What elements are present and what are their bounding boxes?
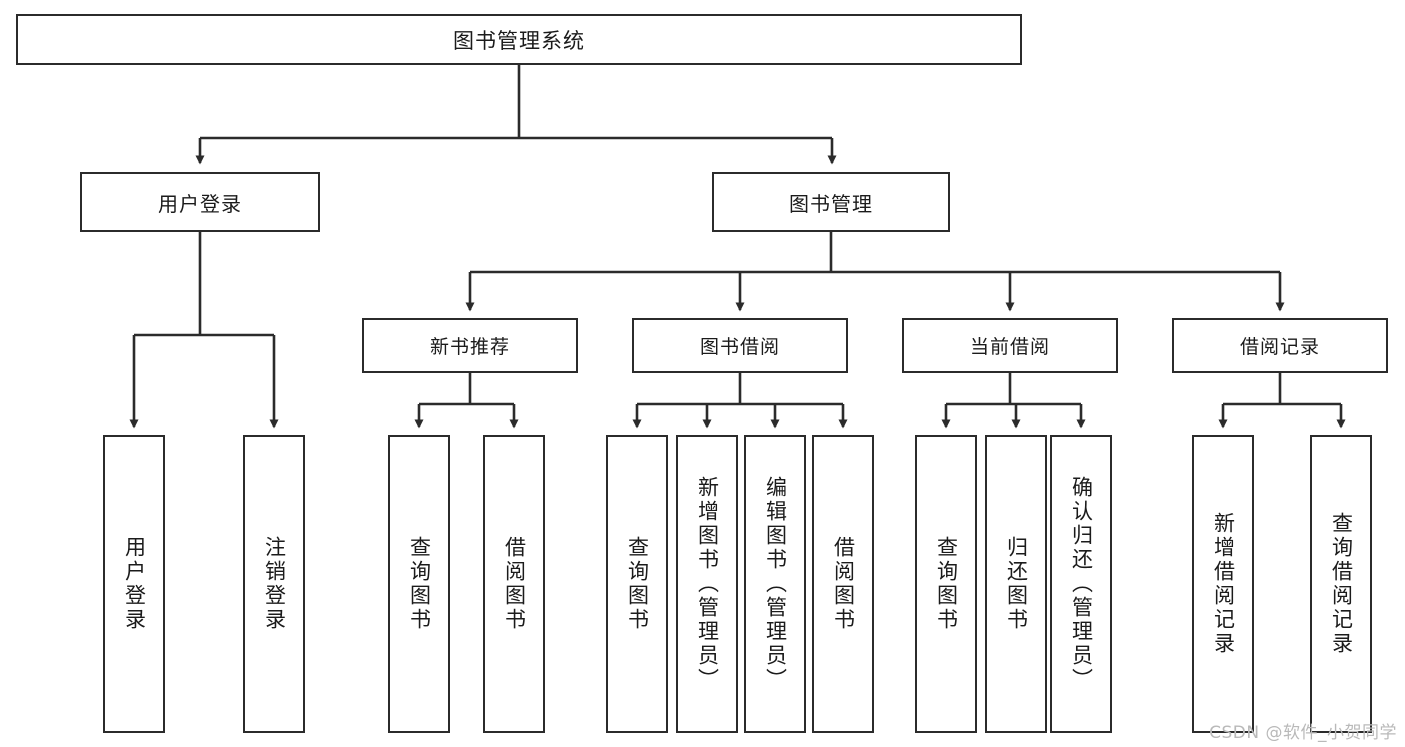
- node-new-book-recommend[interactable]: 新书推荐: [362, 318, 578, 373]
- leaf-query-book-recommend[interactable]: 查询图书: [388, 435, 450, 733]
- node-root[interactable]: 图书管理系统: [16, 14, 1022, 65]
- node-label: 编辑图书（管理员）: [763, 476, 788, 692]
- leaf-confirm-return-admin[interactable]: 确认归还（管理员）: [1050, 435, 1112, 733]
- leaf-query-borrow-record[interactable]: 查询借阅记录: [1310, 435, 1372, 733]
- leaf-borrow-book-recommend[interactable]: 借阅图书: [483, 435, 545, 733]
- node-label: 图书管理: [789, 191, 873, 216]
- leaf-borrow-book[interactable]: 借阅图书: [812, 435, 874, 733]
- node-book-management[interactable]: 图书管理: [712, 172, 950, 232]
- leaf-logout[interactable]: 注销登录: [243, 435, 305, 733]
- leaf-user-login[interactable]: 用户登录: [103, 435, 165, 733]
- node-label: 注销登录: [262, 536, 287, 632]
- node-label: 图书管理系统: [453, 28, 585, 53]
- node-borrow-record[interactable]: 借阅记录: [1172, 318, 1388, 373]
- node-label: 图书借阅: [699, 336, 780, 358]
- watermark: CSDN @软件_小贺同学: [1209, 723, 1397, 743]
- leaf-add-book-admin[interactable]: 新增图书（管理员）: [676, 435, 738, 733]
- node-label: 新增借阅记录: [1211, 512, 1236, 656]
- node-label: 当前借阅: [969, 336, 1050, 358]
- node-label: 借阅记录: [1239, 336, 1320, 358]
- node-label: 新书推荐: [429, 336, 510, 358]
- node-label: 借阅图书: [502, 536, 527, 632]
- leaf-add-borrow-record[interactable]: 新增借阅记录: [1192, 435, 1254, 733]
- node-label: 用户登录: [158, 191, 242, 216]
- node-label: 借阅图书: [831, 536, 856, 632]
- node-book-borrow[interactable]: 图书借阅: [632, 318, 848, 373]
- node-label: 确认归还（管理员）: [1069, 476, 1094, 692]
- leaf-return-book[interactable]: 归还图书: [985, 435, 1047, 733]
- node-label: 归还图书: [1004, 536, 1029, 632]
- node-label: 用户登录: [122, 536, 147, 632]
- leaf-query-book-current[interactable]: 查询图书: [915, 435, 977, 733]
- node-user-login[interactable]: 用户登录: [80, 172, 320, 232]
- leaf-edit-book-admin[interactable]: 编辑图书（管理员）: [744, 435, 806, 733]
- node-label: 查询图书: [407, 536, 432, 632]
- node-label: 查询借阅记录: [1329, 512, 1354, 656]
- node-label: 新增图书（管理员）: [695, 476, 720, 692]
- node-label: 查询图书: [934, 536, 959, 632]
- node-current-borrow[interactable]: 当前借阅: [902, 318, 1118, 373]
- node-label: 查询图书: [625, 536, 650, 632]
- leaf-query-book-borrow[interactable]: 查询图书: [606, 435, 668, 733]
